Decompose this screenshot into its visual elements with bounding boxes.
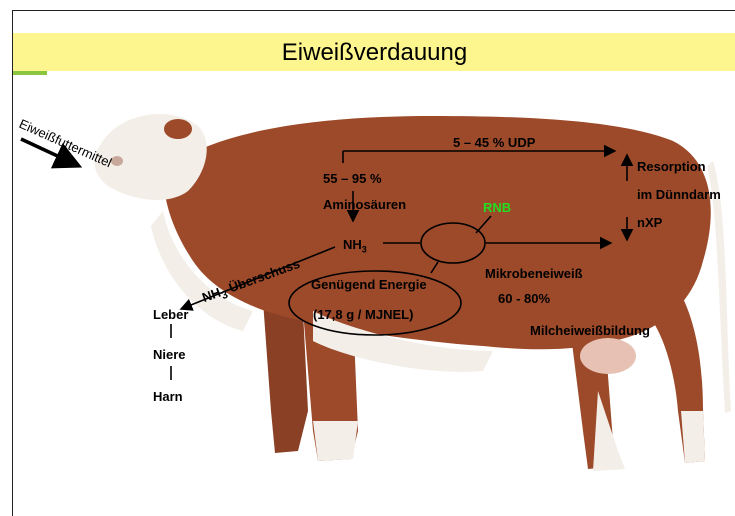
aminosauren-label: Aminosäuren <box>323 197 406 212</box>
udp-label: 5 – 45 % UDP <box>453 135 535 150</box>
leber-label: Leber <box>153 307 188 322</box>
resorption-label: Resorption <box>637 159 706 174</box>
duenndarm-label: im Dünndarm <box>637 187 721 202</box>
milcheiweiss-label: Milcheiweißbildung <box>530 323 650 338</box>
slide: Eiweißverdauung <box>12 10 735 516</box>
harn-label: Harn <box>153 389 183 404</box>
nxp-label: nXP <box>637 215 662 230</box>
energie-value-label: (17,8 g / MJNEL) <box>313 307 413 322</box>
percent-55-95-label: 55 – 95 % <box>323 171 382 186</box>
percent-60-80-label: 60 - 80% <box>498 291 550 306</box>
nh3-label: NH3 <box>343 237 367 255</box>
cow-diagram <box>13 11 735 516</box>
mikrobeneiweiss-label: Mikrobeneiweiß <box>485 266 583 281</box>
cow-illustration <box>95 114 731 471</box>
energie-label: Genügend Energie <box>311 277 427 292</box>
niere-label: Niere <box>153 347 186 362</box>
rnb-label: RNB <box>483 200 511 215</box>
